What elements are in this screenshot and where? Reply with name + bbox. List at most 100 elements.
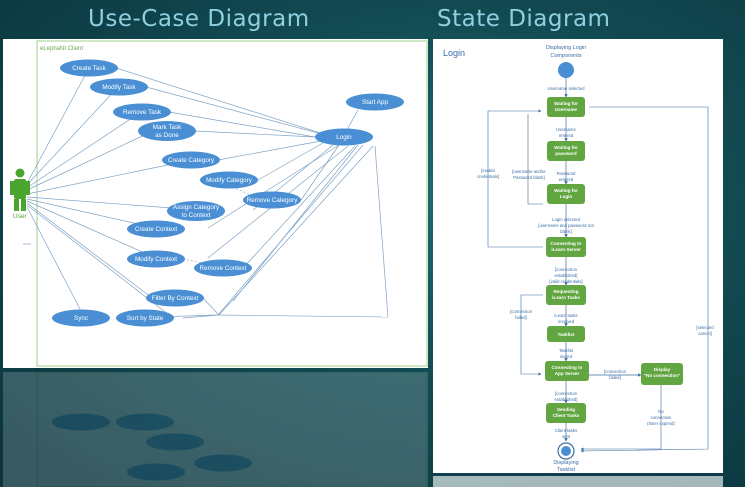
svg-text:Client tasks: Client tasks	[555, 428, 577, 433]
state-requesting-tasks: Requesting iLearn Tasks	[546, 285, 586, 305]
state-waiting-password: Waiting for password	[547, 141, 585, 161]
use-case-diagram: eLephaNt Client	[3, 39, 428, 368]
svg-text:Display: Display	[654, 367, 671, 372]
svg-text:(timer expired): (timer expired)	[647, 421, 675, 426]
svg-text:Create Context: Create Context	[135, 226, 178, 233]
svg-text:established]: established]	[555, 273, 578, 278]
svg-text:Create Task: Create Task	[72, 65, 106, 72]
svg-text:iLearn Tasks: iLearn Tasks	[552, 295, 580, 300]
svg-text:[username and password not: [username and password not	[538, 223, 594, 228]
svg-text:Login: Login	[336, 134, 352, 141]
svg-text:[selected: [selected	[696, 325, 714, 330]
svg-text:Remove Category: Remove Category	[247, 197, 299, 204]
state-waiting-username: Waiting for Username	[547, 97, 585, 117]
svg-text:Client Tasks: Client Tasks	[553, 413, 580, 418]
svg-text:Tasklist: Tasklist	[558, 332, 575, 337]
use-case-start-app: Start App	[346, 93, 404, 111]
svg-text:[connection: [connection	[555, 391, 578, 396]
svg-text:entered: entered	[559, 133, 574, 138]
end-label-2: Tasklist	[557, 467, 576, 473]
svg-text:[invalid: [invalid	[481, 168, 495, 173]
svg-text:Username: Username	[556, 127, 576, 132]
use-case-sort-by-state: Sort by State	[116, 309, 174, 327]
svg-text:credentials]: credentials]	[477, 174, 499, 179]
use-case-assign-category: Assign Category to Context	[167, 201, 225, 221]
use-case-sync: Sync	[52, 309, 110, 327]
svg-text:password: password	[555, 151, 577, 156]
svg-text:App Server: App Server	[555, 371, 580, 376]
svg-text:Modify Context: Modify Context	[135, 256, 177, 263]
state-sending-tasks: Sending Client Tasks	[546, 403, 586, 423]
svg-text:received: received	[558, 319, 575, 324]
svg-text:Password blank]: Password blank]	[513, 175, 545, 180]
loop-transitions	[487, 106, 709, 453]
svg-text:Assign Category: Assign Category	[173, 204, 220, 211]
svg-text:cancel]: cancel]	[698, 331, 712, 336]
svg-text:Start App: Start App	[362, 99, 388, 106]
system-boundary	[36, 40, 428, 367]
svg-text:Sort by State: Sort by State	[127, 315, 164, 322]
use-case-modify-category: Modify Category	[200, 171, 258, 189]
svg-text:[valid credentials]: [valid credentials]	[549, 279, 582, 284]
initial-state	[558, 62, 574, 78]
svg-text:Waiting for: Waiting for	[554, 145, 578, 150]
state-connecting-app: Connecting to App Server	[545, 361, 589, 381]
actor-label: User	[13, 213, 28, 220]
svg-text:to Context: to Context	[182, 212, 211, 219]
svg-text:Remove Context: Remove Context	[200, 265, 247, 272]
use-case-filter-by-context: Filter By Context	[146, 289, 204, 307]
svg-text:Password: Password	[557, 171, 576, 176]
state-heading: State Diagram	[437, 6, 611, 32]
svg-text:Tasklist: Tasklist	[559, 348, 574, 353]
main-transitions	[564, 78, 642, 442]
svg-text:as Done: as Done	[155, 132, 179, 139]
reflection-svg	[36, 372, 428, 487]
svg-text:Login selected: Login selected	[552, 217, 580, 222]
svg-text:stored: stored	[560, 354, 573, 359]
use-case-remove-task: Remove Task	[113, 103, 171, 121]
svg-text:Sending: Sending	[557, 407, 575, 412]
svg-text:Requesting: Requesting	[553, 289, 578, 294]
final-state	[557, 442, 575, 460]
use-case-create-task: Create Task	[60, 59, 118, 77]
svg-text:connection: connection	[651, 415, 672, 420]
end-label-1: Displaying	[553, 460, 578, 466]
svg-text:Waiting for: Waiting for	[554, 188, 578, 193]
svg-text:Username selected: Username selected	[547, 86, 585, 91]
svg-text:failed]: failed]	[609, 375, 620, 380]
svg-text:iLearn Server: iLearn Server	[551, 247, 581, 252]
svg-text:[connection: [connection	[510, 309, 533, 314]
use-case-remove-category: Remove Category	[243, 191, 301, 209]
use-case-login: Login	[315, 128, 373, 146]
svg-text:Login: Login	[560, 194, 573, 199]
use-case-reflection	[3, 372, 428, 487]
state-svg: Login Displaying Login Components Userna…	[443, 45, 714, 473]
svg-text:Connecting to: Connecting to	[552, 365, 583, 370]
state-display-no-connection: Display "No connection"	[641, 363, 683, 385]
include-links	[182, 179, 262, 269]
use-case-create-category: Create Category	[162, 151, 220, 169]
svg-text:Modify Category: Modify Category	[206, 177, 253, 184]
svg-text:Connecting to: Connecting to	[551, 241, 582, 246]
svg-text:blank]: blank]	[560, 229, 571, 234]
state-reflection	[433, 476, 723, 487]
use-case-mark-task-done: Mark Task as Done	[138, 121, 196, 141]
state-diagram: Login Displaying Login Components Userna…	[433, 39, 723, 473]
svg-text:Username: Username	[555, 107, 578, 112]
user-actor	[10, 168, 30, 211]
actor-associations	[23, 67, 199, 319]
svg-text:[connection: [connection	[604, 369, 627, 374]
svg-text:Filter By Context: Filter By Context	[152, 295, 199, 302]
svg-text:Create Category: Create Category	[168, 157, 215, 164]
start-label-2: Components	[550, 53, 581, 59]
svg-text:Remove Task: Remove Task	[123, 109, 162, 116]
state-waiting-login: Waiting for Login	[547, 184, 585, 204]
svg-text:No: No	[658, 409, 664, 414]
svg-text:Waiting for: Waiting for	[554, 101, 578, 106]
state-title: Login	[443, 48, 465, 58]
use-case-svg: eLephaNt Client	[10, 40, 428, 367]
use-case-heading: Use-Case Diagram	[88, 6, 310, 32]
svg-text:[username and/or: [username and/or	[512, 169, 546, 174]
use-case-modify-context: Modify Context	[127, 250, 185, 268]
system-name: eLephaNt Client	[40, 46, 83, 52]
